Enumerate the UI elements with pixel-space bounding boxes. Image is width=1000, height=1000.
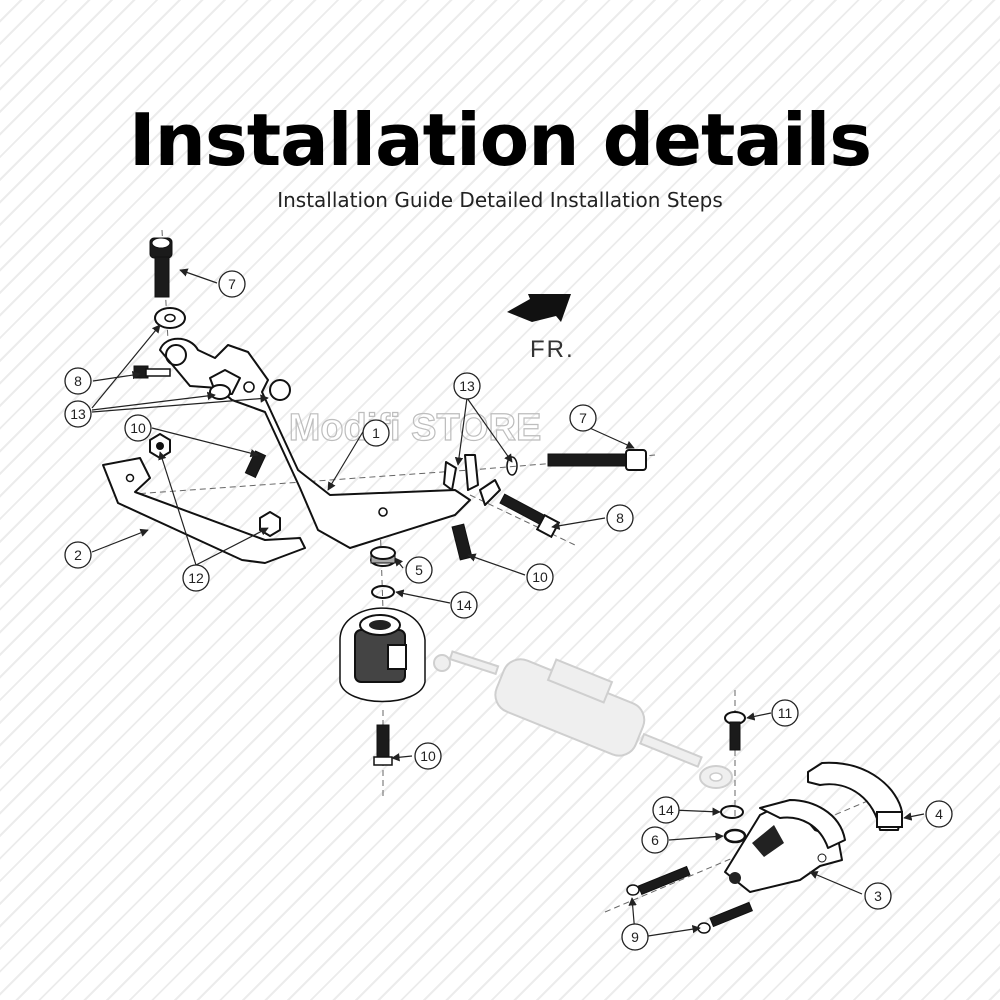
bracket-washer-left [209,384,231,400]
watermark: Modifi STORE [289,407,542,449]
callout-8-left: 8 [64,367,92,395]
svg-text:10: 10 [130,420,146,436]
bottom-bolt [373,724,393,766]
svg-text:1: 1 [372,425,380,441]
clamp-washer [720,805,744,819]
callout-13-right: 13 [453,372,481,400]
callout-11: 11 [771,699,799,727]
svg-text:7: 7 [579,410,587,426]
side-bolt-right [499,493,561,539]
svg-text:12: 12 [188,570,204,586]
svg-text:7: 7 [228,276,236,292]
callout-9: 9 [621,923,649,951]
callout-10-upper: 10 [124,414,152,442]
page-subtitle: Installation Guide Detailed Installation… [277,188,723,212]
callout-7-right: 7 [569,404,597,432]
clamp-bolt-top [724,711,746,751]
svg-text:9: 9 [631,929,639,945]
callout-10-mid: 10 [526,563,554,591]
svg-text:2: 2 [74,547,82,563]
nut-lower [259,511,281,537]
right-clamp-parts [443,454,518,506]
steering-damper [433,650,733,789]
clamp-bolts-long [626,865,753,934]
nut-left [149,433,171,459]
svg-text:14: 14 [456,597,472,613]
pivot-housing [339,607,426,703]
callout-2: 2 [64,541,92,569]
svg-text:8: 8 [616,510,624,526]
callout-8-right: 8 [606,504,634,532]
page-title: Installation details [128,98,872,182]
side-bolt [133,365,171,379]
svg-text:4: 4 [935,806,943,822]
svg-text:6: 6 [651,832,659,848]
long-bolt [547,449,647,471]
callout-10-lower: 10 [414,742,442,770]
upper-bolt [149,237,173,298]
callout-14-lower: 14 [652,796,680,824]
leader-lines [91,268,925,937]
spacer [370,546,396,567]
callout-5: 5 [405,556,433,584]
callout-4: 4 [925,800,953,828]
callout-12: 12 [182,564,210,592]
callout-3: 3 [864,882,892,910]
callout-13-left: 13 [64,400,92,428]
svg-text:3: 3 [874,888,882,904]
svg-text:13: 13 [70,406,86,422]
front-direction-arrow-icon [507,294,571,322]
svg-text:8: 8 [74,373,82,389]
callout-1: 1 [362,419,390,447]
svg-text:14: 14 [658,802,674,818]
svg-text:10: 10 [532,569,548,585]
svg-text:11: 11 [778,705,793,721]
svg-text:5: 5 [415,562,423,578]
small-bolt [244,450,267,479]
mid-bolt [451,523,473,561]
clamp-spacer [723,828,747,844]
svg-text:13: 13 [459,378,475,394]
washer-mid [371,585,395,599]
lower-bracket [102,457,306,564]
clamp-upper [759,761,903,849]
callout-7-top: 7 [218,270,246,298]
svg-text:10: 10 [420,748,436,764]
callout-6: 6 [641,826,669,854]
callout-14-mid: 14 [450,591,478,619]
upper-washer [154,307,186,329]
direction-label: FR. [530,336,575,363]
assembly-axes [119,229,871,913]
mount-bracket [159,337,471,549]
